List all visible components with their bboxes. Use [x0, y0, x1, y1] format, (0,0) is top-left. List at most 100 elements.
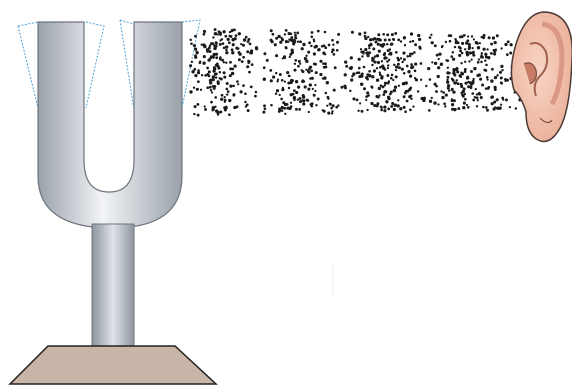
- air-particle: [291, 51, 294, 54]
- air-particle: [344, 60, 347, 63]
- air-particle: [464, 98, 467, 101]
- air-particle: [191, 61, 193, 63]
- air-particle: [494, 41, 497, 44]
- air-particle: [420, 62, 423, 65]
- air-particle: [362, 51, 365, 54]
- air-particle: [237, 47, 240, 50]
- air-particle: [225, 62, 227, 64]
- air-particle: [466, 77, 469, 80]
- air-particle: [327, 96, 330, 99]
- air-particle: [469, 51, 472, 54]
- air-particle: [471, 92, 474, 95]
- air-particle: [455, 81, 458, 84]
- air-particle: [378, 94, 380, 96]
- air-particle: [471, 59, 473, 61]
- air-particle: [294, 37, 297, 40]
- air-particle: [263, 78, 266, 81]
- air-particle: [382, 67, 385, 70]
- air-particle: [215, 53, 218, 56]
- air-particle: [344, 87, 347, 90]
- air-particle: [406, 100, 409, 103]
- air-particle: [225, 51, 228, 54]
- air-particle: [485, 64, 488, 67]
- air-particle: [483, 48, 486, 51]
- air-particle: [299, 97, 302, 100]
- air-particle: [405, 90, 408, 93]
- air-particle: [411, 53, 414, 56]
- air-particle: [436, 54, 439, 57]
- air-particle: [454, 109, 456, 111]
- air-particle: [302, 70, 305, 73]
- air-particle: [281, 79, 284, 82]
- air-particle: [229, 74, 232, 77]
- air-particle: [454, 46, 456, 48]
- air-particle: [193, 44, 196, 47]
- air-particle: [193, 68, 196, 71]
- air-particle: [251, 63, 254, 66]
- air-particle: [492, 36, 494, 38]
- air-particle: [444, 105, 446, 107]
- air-particle: [197, 71, 200, 74]
- air-particle: [445, 41, 447, 43]
- air-particle: [238, 53, 241, 56]
- air-particle: [337, 33, 340, 36]
- air-particle: [297, 86, 300, 89]
- air-particle: [371, 75, 374, 78]
- air-particle: [309, 66, 312, 69]
- air-particle: [500, 65, 503, 68]
- air-particle: [374, 41, 376, 43]
- air-particle: [190, 42, 193, 45]
- air-particle: [397, 99, 399, 101]
- air-particle: [383, 57, 386, 60]
- air-particle: [230, 35, 233, 38]
- air-particle: [471, 35, 473, 37]
- air-particle: [285, 29, 288, 32]
- air-particle: [477, 61, 480, 64]
- air-particle: [446, 81, 449, 84]
- air-particle: [499, 71, 502, 74]
- air-particle: [480, 36, 482, 38]
- air-particle: [481, 84, 484, 87]
- air-particle: [377, 61, 380, 64]
- air-particle: [219, 56, 222, 59]
- air-particle: [446, 79, 448, 81]
- air-particle: [194, 74, 197, 77]
- air-particle: [376, 67, 378, 69]
- air-particle: [210, 79, 212, 81]
- air-particle: [223, 31, 225, 33]
- air-particle: [324, 31, 327, 34]
- air-particle: [371, 59, 374, 62]
- air-particle: [468, 60, 470, 62]
- air-particle: [367, 36, 369, 38]
- air-particle: [315, 104, 317, 106]
- air-particle: [220, 78, 223, 81]
- air-particle: [315, 71, 318, 74]
- air-particle: [465, 82, 468, 85]
- air-particle: [344, 73, 347, 76]
- air-particle: [195, 51, 198, 54]
- air-particle: [247, 40, 250, 43]
- air-particle: [487, 86, 490, 89]
- air-particle: [240, 43, 242, 45]
- air-particle: [249, 43, 252, 46]
- air-particle: [276, 89, 279, 92]
- air-particle: [358, 67, 361, 70]
- air-particle: [371, 64, 373, 66]
- air-particle: [443, 102, 446, 105]
- air-particle: [219, 110, 222, 113]
- air-particle: [223, 106, 226, 109]
- air-particle: [218, 30, 221, 33]
- air-particle: [231, 51, 234, 54]
- air-particle: [288, 75, 290, 77]
- air-particle: [213, 67, 216, 70]
- air-particle: [208, 70, 211, 73]
- air-particle: [350, 78, 353, 81]
- air-particle: [472, 78, 474, 80]
- air-particle: [242, 56, 245, 59]
- air-particle: [388, 59, 390, 61]
- air-particle: [204, 105, 206, 107]
- air-particle: [298, 60, 301, 63]
- air-particle: [438, 58, 440, 60]
- air-particle: [210, 89, 212, 91]
- air-particle: [296, 32, 299, 35]
